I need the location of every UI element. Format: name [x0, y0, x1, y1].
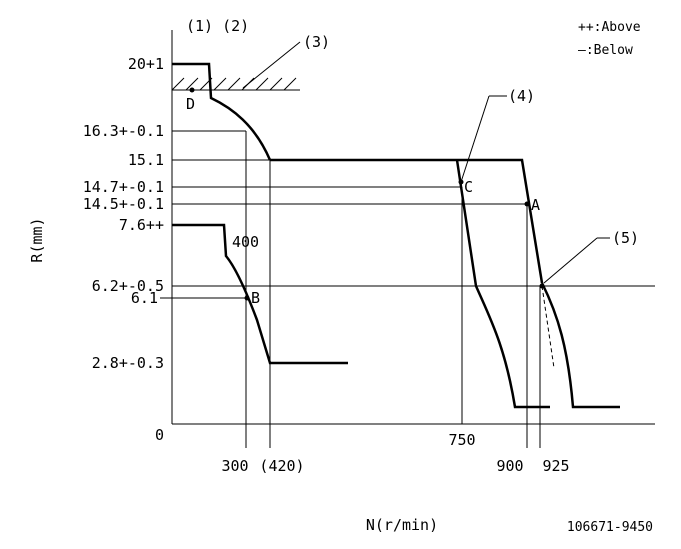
callout-3-label: (3) — [303, 33, 330, 51]
y-tick-6-1: 6.1 — [131, 289, 158, 307]
x-tick-750: 750 — [448, 431, 475, 449]
y-tick-2-8: 2.8+-0.3 — [92, 354, 164, 372]
point-c-dot — [458, 179, 464, 185]
x-tick-420: (420) — [259, 457, 304, 475]
curve-idle — [172, 223, 348, 365]
y-tick-6-2: 6.2+-0.5 — [92, 277, 164, 295]
callout-4-label: (4) — [508, 87, 535, 105]
curve-start-upper — [172, 62, 272, 161]
callout-5-label: (5) — [612, 229, 639, 247]
curve-lower-full — [540, 282, 620, 409]
x-axis-label: N(r/min) — [366, 516, 438, 534]
y-tick-0: 0 — [155, 426, 164, 444]
point-a-label: A — [531, 196, 540, 214]
x-tick-900: 900 — [496, 457, 523, 475]
leader-3 — [242, 41, 301, 89]
y-axis-label: R(mm) — [28, 217, 46, 262]
curve-middle — [455, 159, 550, 409]
point-d-label: D — [186, 95, 195, 113]
curve-rated — [270, 158, 544, 284]
callout-1-2-label: (1) (2) — [186, 17, 249, 35]
leader-5-diag — [543, 237, 598, 284]
footer-code: 106671-9450 — [567, 520, 653, 535]
point-d-dot — [189, 87, 195, 93]
point-b-dot — [244, 295, 250, 301]
point-5-dot — [539, 283, 545, 289]
y-tick-14-7: 14.7+-0.1 — [83, 178, 164, 196]
x-tick-300: 300 — [221, 457, 248, 475]
y-tick-15-1: 15.1 — [128, 151, 164, 169]
point-b-label: B — [251, 289, 260, 307]
legend-below: —:Below — [578, 43, 633, 58]
y-tick-16-3: 16.3+-0.1 — [83, 122, 164, 140]
y-tick-20: 20+1 — [128, 55, 164, 73]
point-a-dot — [524, 201, 530, 207]
x-tick-925: 925 — [542, 457, 569, 475]
leader-4-diag — [460, 95, 490, 183]
y-tick-7-6: 7.6++ — [119, 216, 164, 234]
legend-above: ++:Above — [578, 20, 641, 35]
y-tick-14-5: 14.5+-0.1 — [83, 195, 164, 213]
rpm-400-label: 400 — [232, 233, 259, 251]
point-c-label: C — [464, 178, 473, 196]
